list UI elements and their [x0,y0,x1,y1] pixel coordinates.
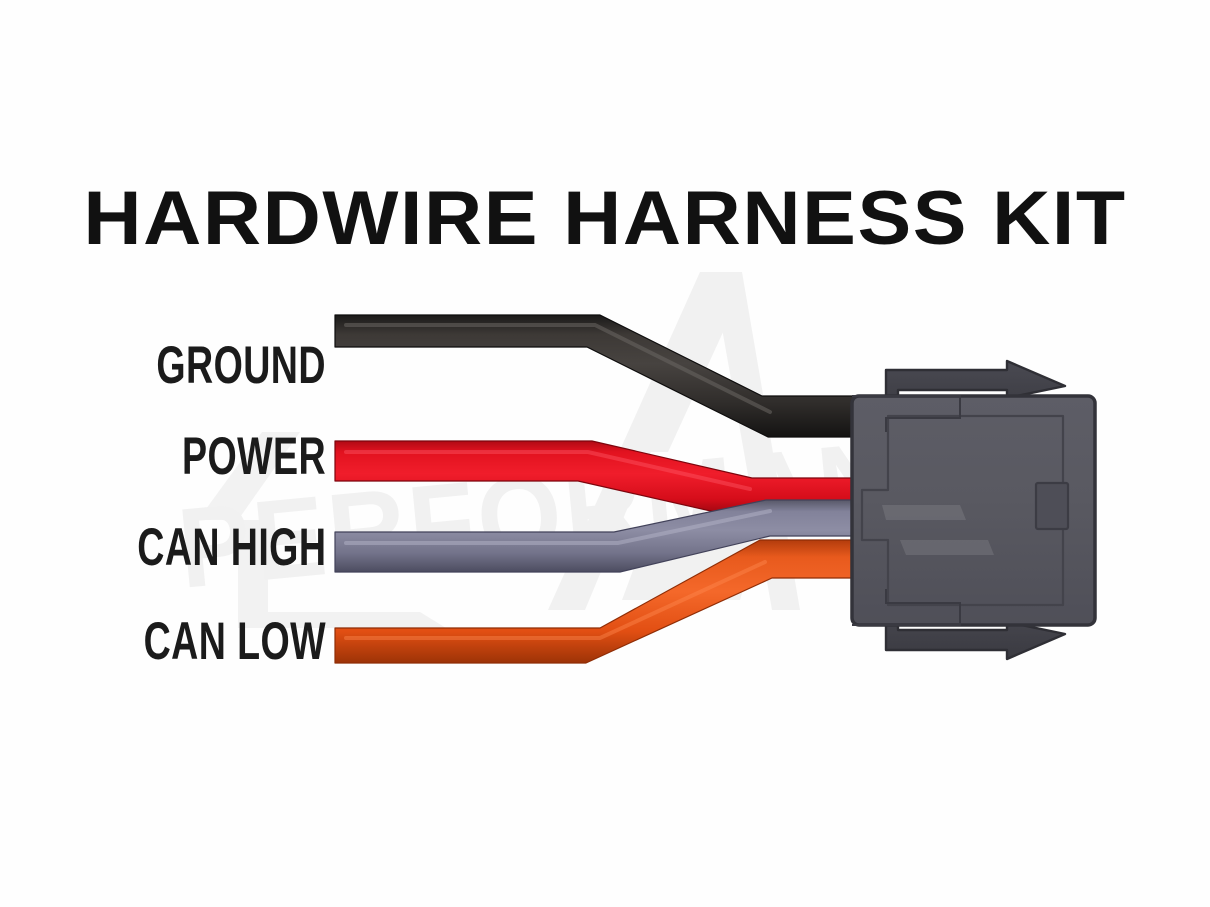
page-title: HARDWIRE HARNESS KIT [83,176,1127,261]
wire-label-can-high: CAN HIGH [136,516,326,577]
connector-housing [850,359,1097,661]
connector-notch-right [1034,481,1070,531]
connector-shoulder-bottom [852,589,961,626]
connector-inner-outline [860,414,1065,607]
connector-body [850,394,1097,627]
connector-watermark-overlay [882,505,994,555]
wire-ground [334,314,863,438]
watermark-box-icon [198,432,446,628]
wire-label-ground: GROUND [156,334,326,395]
wire-label-can-low: CAN LOW [143,610,326,671]
connector-shoulder-top [852,395,961,432]
wire-label-power: POWER [181,425,326,486]
